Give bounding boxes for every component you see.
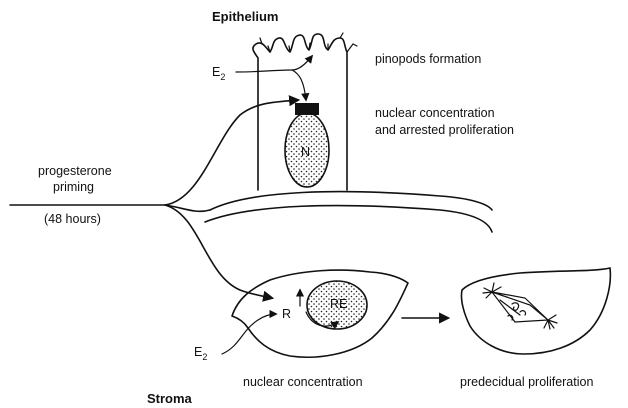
arrested-proliferation-label: and arrested proliferation <box>375 123 514 137</box>
stroma-nuclear-concentration-label: nuclear concentration <box>243 375 363 389</box>
e2-to-nucleus-arrow <box>292 70 306 100</box>
e2-bottom-label: E2 <box>194 345 207 362</box>
stroma-title: Stroma <box>147 391 193 406</box>
basement-membrane-upper <box>210 192 492 210</box>
epithelium-title: Epithelium <box>212 9 278 24</box>
progesterone-label: progesterone <box>38 164 112 178</box>
basement-membrane-lower <box>205 206 492 232</box>
nuclear-concentration-label: nuclear concentration <box>375 106 495 120</box>
r-label: R <box>282 307 291 321</box>
re-label: RE <box>330 297 347 311</box>
priming-label: priming <box>53 180 94 194</box>
nucleus-label: N <box>301 145 310 159</box>
branch-to-epithelium <box>165 100 298 205</box>
branch-to-stroma <box>165 205 272 298</box>
hours-label: (48 hours) <box>44 212 101 226</box>
e2-to-pinopods-arrow <box>236 56 312 72</box>
predecidual-proliferation-label: predecidual proliferation <box>460 375 593 389</box>
mitotic-spindle <box>483 283 557 329</box>
pinopods-label: pinopods formation <box>375 52 481 66</box>
e2-top-label: E2 <box>212 65 225 82</box>
dividing-cell-outline <box>461 268 610 354</box>
